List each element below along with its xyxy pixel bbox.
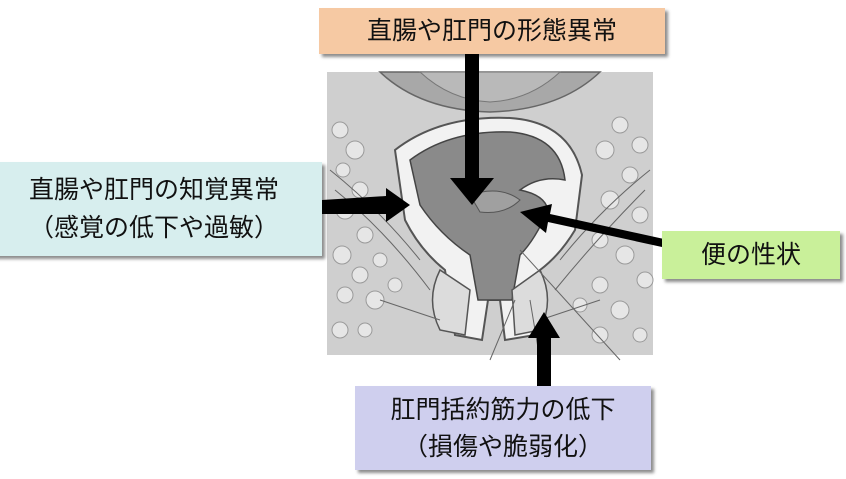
- label-left-line2: （感覚の低下や過敏）: [28, 213, 279, 242]
- arrow-from-bottom: [528, 312, 560, 386]
- arrow-from-left: [322, 188, 410, 222]
- label-left-line1: 直腸や肛門の知覚異常: [28, 175, 279, 204]
- label-top-text: 直腸や肛門の形態異常: [366, 16, 617, 45]
- label-right-text: 便の性状: [700, 240, 801, 269]
- label-morphological-abnormality: 直腸や肛門の形態異常: [319, 8, 665, 54]
- label-stool-properties: 便の性状: [662, 231, 840, 279]
- label-sphincter-weakness: 肛門括約筋力の低下 （損傷や脆弱化）: [355, 386, 651, 470]
- label-bottom-line2: （損傷や脆弱化）: [402, 432, 603, 461]
- arrow-from-top: [450, 54, 494, 205]
- anatomy-illustration: [327, 71, 654, 361]
- label-bottom-line1: 肛門括約筋力の低下: [390, 395, 616, 424]
- arrow-from-right: [520, 204, 664, 247]
- label-sensory-abnormality: 直腸や肛門の知覚異常 （感覚の低下や過敏）: [0, 162, 322, 256]
